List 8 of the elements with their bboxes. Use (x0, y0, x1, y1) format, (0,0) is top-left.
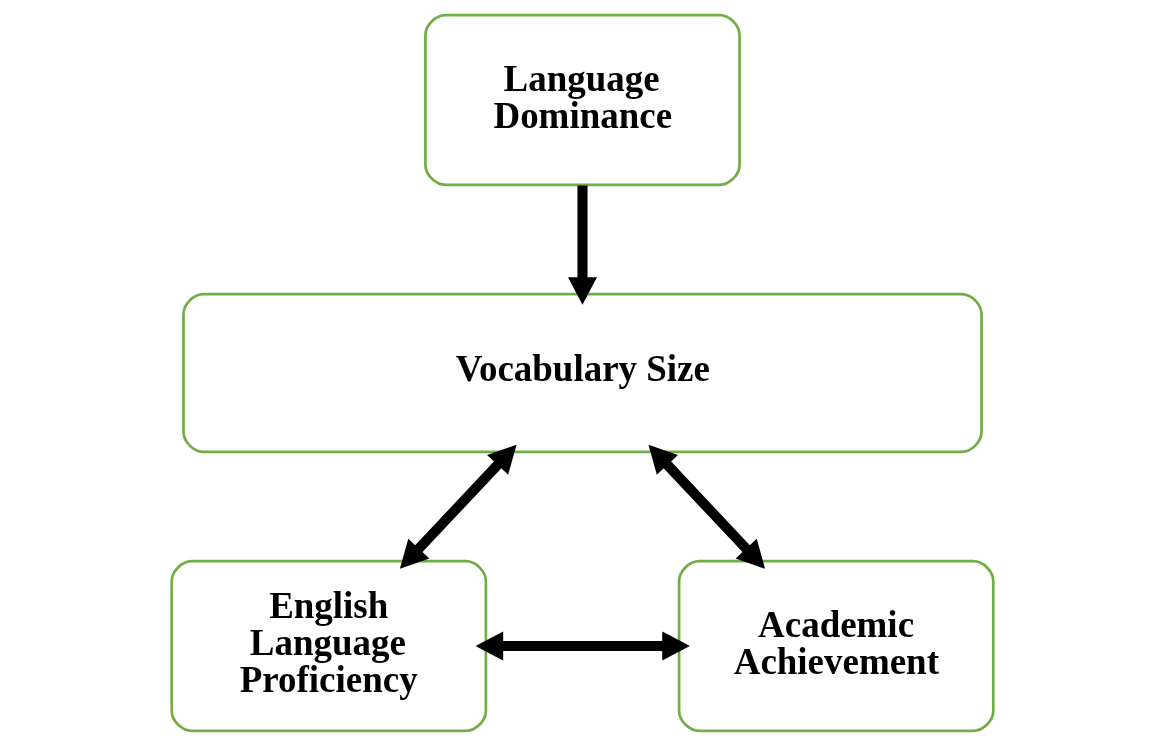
arrow (568, 185, 598, 305)
arrow (399, 444, 517, 569)
node-box: English Language Proficiency (170, 559, 488, 733)
node-box: Academic Achievement (677, 559, 995, 733)
node-box: Vocabulary Size (182, 292, 983, 454)
arrow (475, 631, 690, 661)
node-box: Language Dominance (424, 13, 741, 187)
arrow (648, 444, 766, 569)
